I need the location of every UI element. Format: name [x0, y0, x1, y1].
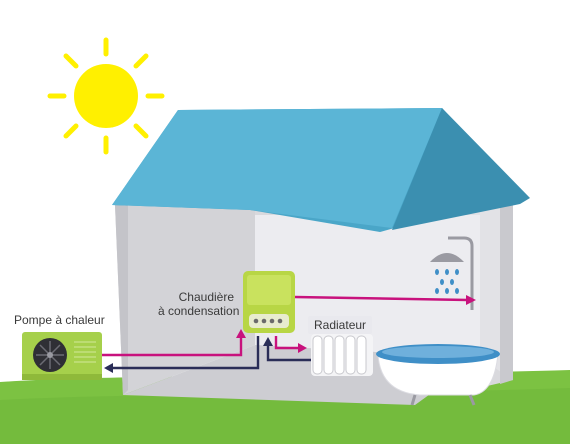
arrowhead-hot-boiler [236, 329, 246, 338]
arrowhead-hot-radiator [298, 343, 307, 353]
radiator-icon [311, 334, 373, 376]
arrow-hot-boiler-to-shower [294, 295, 469, 302]
bathtub-icon [376, 344, 500, 406]
arrowhead-cold-heatpump [104, 363, 113, 373]
arrowhead-hot-shower [466, 295, 476, 305]
arrow-hot-boiler-to-radiator [274, 336, 300, 350]
fan-icon [33, 338, 67, 372]
arrow-hot-heatpump-to-boiler [102, 336, 243, 357]
shower-icon [430, 236, 474, 310]
heat-pump [22, 332, 102, 380]
heat-pump-label: Pompe à chaleur [14, 313, 105, 327]
arrow-cold-boiler-to-heatpump [112, 336, 260, 370]
boiler [243, 271, 295, 333]
boiler-label-line1: Chaudière [178, 290, 234, 304]
sun-icon [47, 37, 165, 155]
boiler-label-line2: à condensation [158, 304, 240, 318]
radiator-label: Radiateur [308, 316, 373, 334]
flow-arrows [102, 295, 476, 373]
arrowhead-cold-boiler [263, 337, 273, 346]
arrow-cold-radiator-to-boiler [266, 344, 311, 362]
grass-highlight [0, 388, 570, 444]
roof [112, 108, 530, 232]
boiler-label: Chaudière à condensation [158, 290, 239, 318]
